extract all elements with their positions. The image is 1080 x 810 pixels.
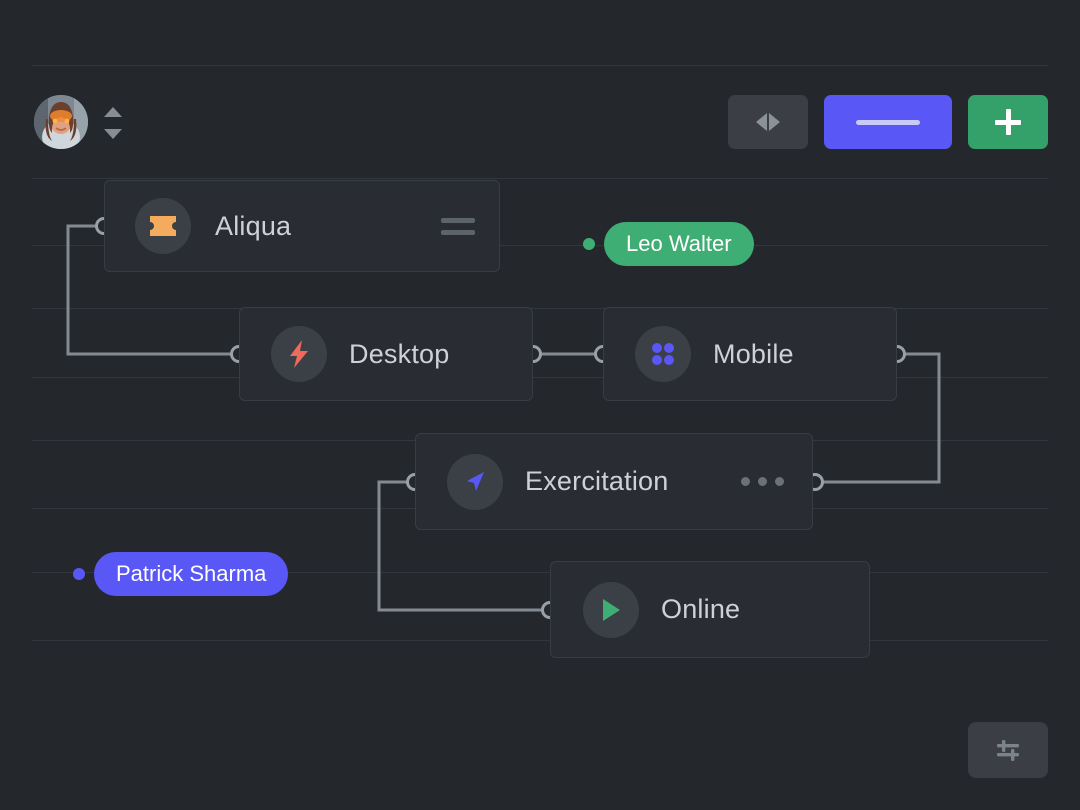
pill-label: Patrick Sharma — [116, 561, 267, 586]
minus-icon — [856, 119, 920, 125]
remove-button[interactable] — [824, 95, 952, 149]
node-label: Mobile — [713, 338, 794, 369]
node-label: Desktop — [349, 338, 450, 369]
plus-icon — [995, 109, 1021, 135]
add-button[interactable] — [968, 95, 1048, 149]
pill-patrick-sharma[interactable]: Patrick Sharma — [94, 552, 289, 596]
sort-updown-control[interactable] — [102, 107, 124, 139]
play-triangle-icon — [583, 581, 639, 638]
grid-line — [32, 245, 1048, 246]
node-aliqua[interactable]: Aliqua — [104, 180, 500, 272]
ticket-icon — [135, 198, 191, 254]
user-avatar[interactable] — [34, 95, 88, 149]
more-dots-icon[interactable] — [741, 477, 784, 486]
status-dot-leo-walter — [583, 238, 595, 250]
grid-line — [32, 178, 1048, 179]
equals-icon[interactable] — [441, 217, 475, 235]
navigation-arrow-icon — [447, 453, 503, 510]
navigate-button[interactable] — [728, 95, 808, 149]
grid-line — [32, 377, 1048, 378]
grid-line — [32, 65, 1048, 66]
grid-line — [32, 640, 1048, 641]
sliders-icon — [997, 740, 1019, 761]
pill-label: Leo Walter — [626, 231, 732, 256]
node-mobile[interactable]: Mobile — [603, 307, 897, 401]
grid-line — [32, 308, 1048, 309]
settings-sliders-button[interactable] — [968, 722, 1048, 778]
chevron-up-icon[interactable] — [104, 107, 122, 117]
lightning-bolt-icon — [271, 326, 327, 382]
avatar-image — [34, 95, 88, 149]
status-dot-patrick-sharma — [73, 568, 85, 580]
node-label: Exercitation — [525, 466, 669, 496]
chevron-down-icon[interactable] — [104, 129, 122, 139]
four-dots-grid-icon — [635, 326, 691, 382]
node-exercitation[interactable]: Exercitation — [415, 433, 813, 530]
node-label: Aliqua — [215, 210, 292, 241]
node-online[interactable]: Online — [550, 561, 870, 658]
node-desktop[interactable]: Desktop — [239, 307, 533, 401]
node-label: Online — [661, 594, 741, 624]
pill-leo-walter[interactable]: Leo Walter — [604, 222, 754, 266]
left-right-arrows-icon — [756, 113, 780, 131]
